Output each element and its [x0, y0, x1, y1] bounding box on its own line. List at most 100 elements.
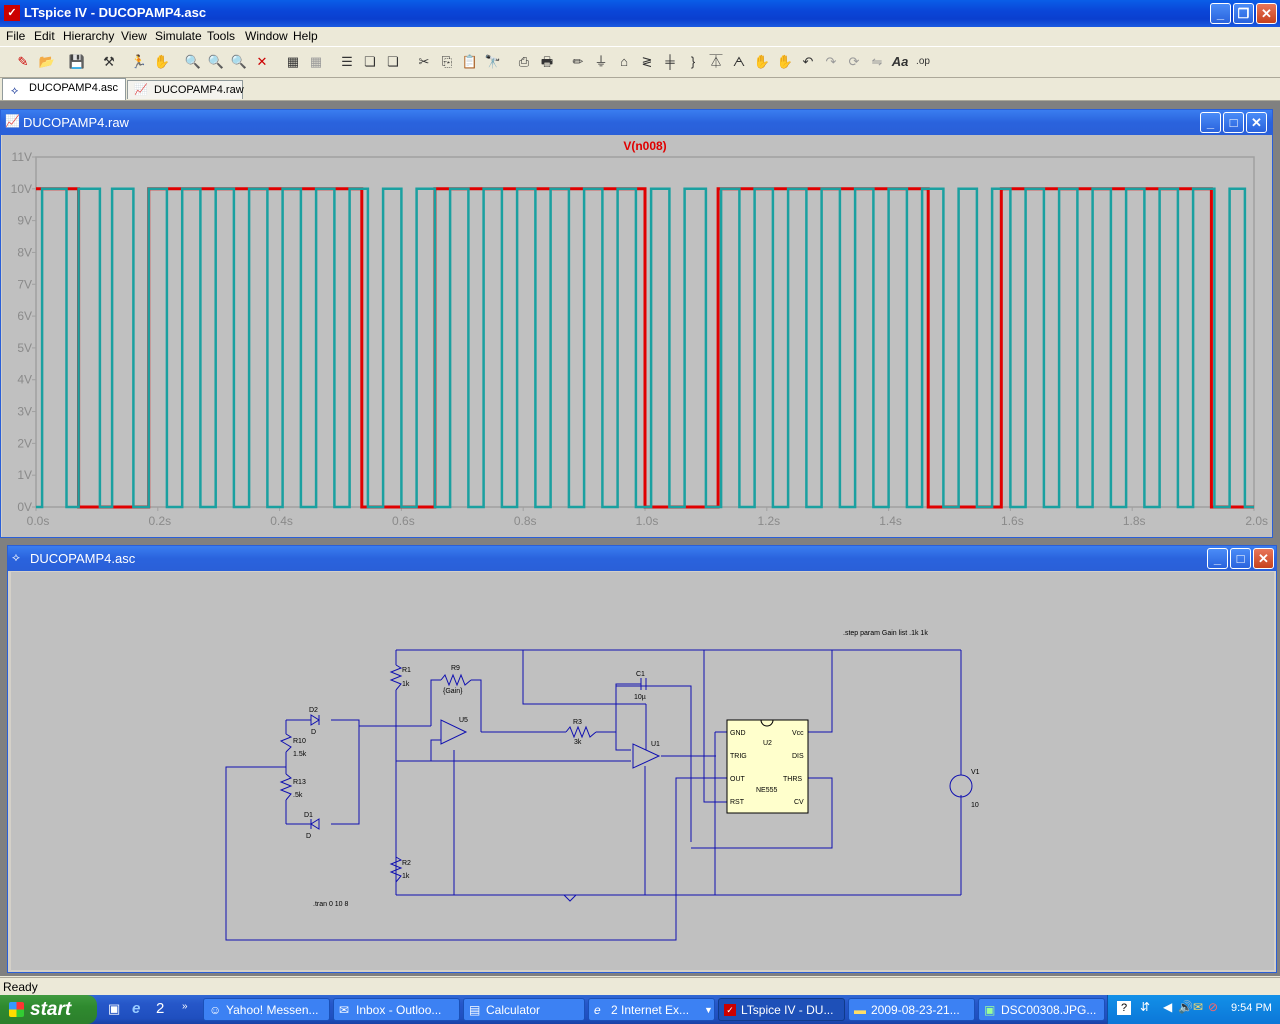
resistor-r3[interactable]: [565, 725, 597, 739]
mail-tray-icon[interactable]: ✉: [1193, 1000, 1204, 1014]
volume-tray-icon[interactable]: 🔊: [1178, 1000, 1193, 1014]
menu-tools[interactable]: Tools: [207, 29, 236, 43]
spice-directive-icon[interactable]: .op: [916, 56, 930, 67]
series-line-2[interactable]: [36, 187, 1254, 509]
label-net-icon[interactable]: ⌂: [620, 54, 628, 69]
calculator-icon: ▤: [469, 1003, 481, 1017]
move-icon[interactable]: ✋: [753, 54, 771, 69]
menu-help[interactable]: Help: [293, 29, 318, 43]
app-title-bar[interactable]: ✓ LTspice IV - DUCOPAMP4.asc _ ❐ ✕: [0, 0, 1280, 27]
save-icon[interactable]: 💾: [68, 54, 86, 69]
resistor-r1[interactable]: [389, 664, 403, 691]
menu-edit[interactable]: Edit: [34, 29, 55, 43]
new-schematic-icon[interactable]: ✎: [17, 54, 29, 69]
task-folder[interactable]: ▬ 2009-08-23-21...: [848, 998, 975, 1021]
tab-schematic[interactable]: ⟡ DUCOPAMP4.asc: [2, 78, 126, 100]
grid-icon[interactable]: ▦: [309, 54, 323, 69]
diode-d2[interactable]: [310, 714, 320, 726]
directive-tran[interactable]: .tran 0 10 8: [313, 901, 349, 908]
task-outlook[interactable]: ✉ Inbox - Outloo...: [333, 998, 460, 1021]
task-calculator[interactable]: ▤ Calculator: [463, 998, 585, 1021]
text-icon[interactable]: Aa: [891, 54, 909, 69]
opamp-u5[interactable]: [440, 719, 468, 745]
diode-d1[interactable]: [310, 818, 320, 830]
rotate-icon[interactable]: ⟳: [848, 54, 860, 69]
open-icon[interactable]: 📂: [38, 54, 56, 69]
tile-horizontal-icon[interactable]: ☰: [341, 54, 353, 69]
schematic-minimize-button[interactable]: _: [1207, 548, 1228, 569]
print-setup-icon[interactable]: ⎙: [518, 54, 530, 69]
back-tray-icon[interactable]: ◀: [1163, 1000, 1173, 1014]
resistor-icon[interactable]: ≷: [641, 54, 653, 69]
security-tray-icon[interactable]: ⊘: [1208, 1000, 1219, 1014]
resistor-r9[interactable]: [440, 673, 472, 687]
diode-icon[interactable]: ⏄: [709, 54, 723, 69]
ie-quicklaunch-icon[interactable]: e: [132, 1000, 141, 1017]
menu-simulate[interactable]: Simulate: [155, 29, 202, 43]
directive-step[interactable]: .step param Gain list .1k 1k: [843, 630, 928, 637]
task-internet-explorer[interactable]: e 2 Internet Ex... ▼: [588, 998, 715, 1021]
schematic-close-button[interactable]: ✕: [1253, 548, 1274, 569]
task-ltspice[interactable]: ✓ LTspice IV - DU...: [718, 998, 845, 1021]
pan-icon[interactable]: ✋: [153, 54, 171, 69]
draw-wire-icon[interactable]: ✏: [572, 54, 584, 69]
network-tray-icon[interactable]: ⇵: [1140, 1000, 1151, 1014]
minimize-button[interactable]: _: [1210, 3, 1231, 24]
waveform-title-bar[interactable]: 📈 DUCOPAMP4.raw _ □ ✕: [1, 110, 1272, 135]
zoom-out-icon[interactable]: 🔍: [230, 54, 248, 69]
start-button[interactable]: start: [0, 995, 97, 1024]
waveform-close-button[interactable]: ✕: [1246, 112, 1267, 133]
cut-icon[interactable]: ✂: [418, 54, 430, 69]
waveform-minimize-button[interactable]: _: [1200, 112, 1221, 133]
control-panel-icon[interactable]: ⚒: [103, 54, 115, 69]
drag-icon[interactable]: ✋: [776, 54, 794, 69]
find-icon[interactable]: 🔭: [484, 54, 502, 69]
component-icon[interactable]: ᗅ: [732, 54, 746, 69]
autorange-icon[interactable]: ▦: [286, 54, 300, 69]
paste-icon[interactable]: 📋: [461, 54, 479, 69]
capacitor-c1[interactable]: [640, 678, 647, 690]
schematic-maximize-button[interactable]: □: [1230, 548, 1251, 569]
run-icon[interactable]: 🏃: [130, 54, 148, 69]
print-icon[interactable]: 🖶: [540, 54, 554, 69]
menu-window[interactable]: Window: [245, 29, 288, 43]
resistor-r2[interactable]: [389, 856, 403, 883]
zoom-area-icon[interactable]: 🔍: [207, 54, 225, 69]
menu-hierarchy[interactable]: Hierarchy: [63, 29, 115, 43]
menu-view[interactable]: View: [121, 29, 147, 43]
inductor-icon[interactable]: }: [690, 54, 696, 69]
redo-icon[interactable]: ↷: [825, 54, 837, 69]
schematic-title-bar[interactable]: ⟡ DUCOPAMP4.asc _ □ ✕: [8, 546, 1276, 571]
quicklaunch-count[interactable]: 2: [156, 1000, 165, 1017]
resistor-r10[interactable]: [279, 733, 293, 753]
schematic-drawing[interactable]: R1 1k R2 1k R9 {Gain} R3 3k C1 10µ R10: [11, 572, 1274, 970]
mirror-icon[interactable]: ⇋: [871, 54, 883, 69]
tile-vertical-icon[interactable]: ❏: [387, 54, 399, 69]
opamp-u1[interactable]: [632, 743, 661, 769]
series-line-1[interactable]: [36, 187, 1254, 509]
task-yahoo-messenger[interactable]: ☺ Yahoo! Messen...: [203, 998, 330, 1021]
task-image-viewer[interactable]: ▣ DSC00308.JPG...: [978, 998, 1105, 1021]
close-button[interactable]: ✕: [1256, 3, 1277, 24]
ic-ne555[interactable]: [726, 719, 809, 814]
waveform-maximize-button[interactable]: □: [1223, 112, 1244, 133]
tab-waveform[interactable]: 📈 DUCOPAMP4.raw: [127, 80, 244, 99]
resistor-r13[interactable]: [279, 773, 293, 801]
undo-icon[interactable]: ↶: [802, 54, 814, 69]
zoom-fit-icon[interactable]: ✕: [256, 54, 268, 69]
restore-button[interactable]: ❐: [1233, 3, 1254, 24]
menu-file[interactable]: File: [6, 29, 26, 43]
show-desktop-icon[interactable]: ▣: [108, 1001, 121, 1016]
voltage-source-v1[interactable]: [949, 774, 973, 798]
ground-icon[interactable]: ⏚: [594, 54, 608, 69]
capacitor-icon[interactable]: ╪: [665, 54, 675, 69]
cascade-icon[interactable]: ❏: [364, 54, 376, 69]
copy-icon[interactable]: ⎘: [441, 54, 453, 69]
quicklaunch-chevron-icon[interactable]: »: [182, 1001, 188, 1012]
clock[interactable]: 9:54 PM: [1231, 1002, 1272, 1014]
help-tray-icon[interactable]: ?: [1117, 1001, 1131, 1015]
schematic-canvas[interactable]: R1 1k R2 1k R9 {Gain} R3 3k C1 10µ R10: [11, 572, 1274, 970]
zoom-in-icon[interactable]: 🔍: [184, 54, 202, 69]
